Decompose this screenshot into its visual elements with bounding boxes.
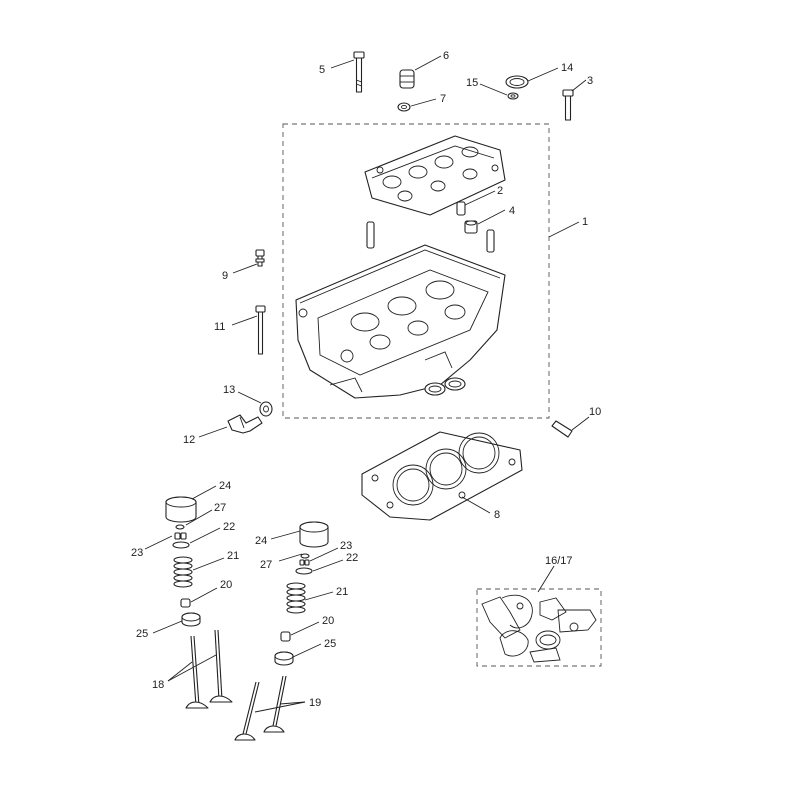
callout-21-left: 21	[227, 550, 239, 562]
callout-6: 6	[443, 50, 449, 62]
callout-14: 14	[561, 62, 573, 74]
exhaust-valves-part-19[interactable]	[234, 675, 287, 741]
callout-25-left: 25	[136, 628, 148, 640]
gasket-kit-part-16-17[interactable]	[481, 594, 597, 663]
callout-21-right: 21	[336, 586, 348, 598]
bolt-part-3[interactable]	[562, 89, 574, 121]
rubber-grommet-part-6[interactable]	[399, 69, 415, 89]
spring-seat-part-25-right[interactable]	[274, 651, 294, 666]
callout-18: 18	[152, 679, 164, 691]
spring-seat-part-25-left[interactable]	[181, 612, 201, 627]
cylinder-head-assembly-box	[282, 123, 550, 419]
gasket-kit-box	[476, 588, 602, 667]
port-seal-left	[424, 382, 446, 396]
cam-carrier[interactable]	[364, 135, 506, 216]
callout-5: 5	[319, 64, 325, 76]
bucket-tappet-part-24-left[interactable]	[165, 496, 197, 523]
callout-3: 3	[587, 75, 593, 87]
shim-part-27-right[interactable]	[300, 553, 310, 559]
callout-12: 12	[183, 434, 195, 446]
seal-part-13[interactable]	[259, 401, 273, 417]
bolt-part-5[interactable]	[353, 51, 365, 93]
valve-spring-part-21-right[interactable]	[286, 582, 306, 614]
head-gasket-part-8[interactable]	[361, 431, 523, 521]
stud-part-10[interactable]	[551, 420, 573, 438]
valve-spring-part-21-left[interactable]	[173, 556, 193, 588]
callout-labels: 1 2 3 4 5 6 7 8 9 10 11 12 13 14 15 16/1…	[131, 50, 601, 709]
stem-seal-part-20-left[interactable]	[180, 598, 191, 608]
cylinder-head[interactable]	[295, 244, 506, 399]
spring-retainer-part-22-right[interactable]	[295, 567, 313, 575]
callout-27-right: 27	[260, 559, 272, 571]
callout-23-right: 23	[340, 540, 352, 552]
callout-10: 10	[589, 406, 601, 418]
callout-24-right: 24	[255, 535, 267, 547]
callout-13: 13	[223, 384, 235, 396]
callout-24-left: 24	[219, 480, 231, 492]
collet-part-23-left[interactable]	[174, 532, 187, 540]
port-seal-right	[444, 377, 466, 391]
callout-1: 1	[582, 216, 588, 228]
seal-part-15[interactable]	[507, 92, 519, 100]
callout-25-right: 25	[324, 638, 336, 650]
callout-22-right: 22	[346, 552, 358, 564]
callout-16-17: 16/17	[545, 555, 573, 567]
intake-valves-part-18[interactable]	[185, 629, 233, 709]
stud-part-9[interactable]	[255, 249, 265, 267]
callout-11: 11	[214, 321, 225, 333]
callout-4: 4	[509, 205, 515, 217]
dowel-part-2[interactable]	[456, 201, 466, 216]
callout-19: 19	[309, 697, 321, 709]
sleeve-part-4[interactable]	[464, 220, 478, 234]
callout-8: 8	[494, 509, 500, 521]
bolt-part-11[interactable]	[255, 305, 266, 355]
callout-9: 9	[222, 270, 228, 282]
callout-23-left: 23	[131, 547, 143, 559]
collet-part-23-right[interactable]	[299, 559, 310, 566]
dowel-left	[366, 221, 375, 249]
callout-7: 7	[440, 93, 446, 105]
dowel-right	[486, 229, 495, 253]
callout-20-right: 20	[322, 615, 334, 627]
callout-20-left: 20	[220, 579, 232, 591]
callout-2: 2	[497, 185, 503, 197]
bucket-tappet-part-24-right[interactable]	[299, 521, 329, 548]
sensor-part-12[interactable]	[227, 414, 263, 434]
shim-part-27-left[interactable]	[175, 524, 185, 530]
callout-15: 15	[466, 77, 478, 89]
o-ring-part-14[interactable]	[505, 75, 529, 89]
stem-seal-part-20-right[interactable]	[280, 631, 291, 642]
washer-part-7[interactable]	[397, 102, 411, 112]
callout-27-left: 27	[214, 502, 226, 514]
spring-retainer-part-22-left[interactable]	[172, 541, 190, 549]
callout-22-left: 22	[223, 521, 235, 533]
leader-lines	[144, 55, 590, 713]
